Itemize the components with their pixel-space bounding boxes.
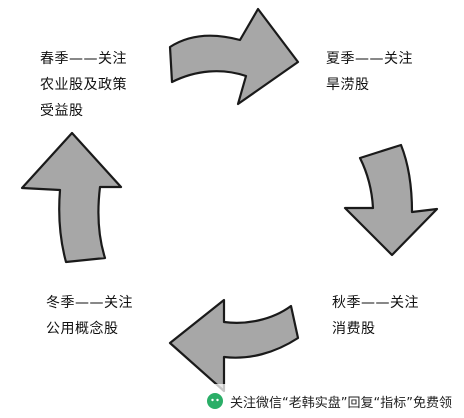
label-winter: 冬季——关注 公用概念股 [46,290,133,342]
label-autumn: 秋季——关注 消费股 [332,290,419,342]
arrow-autumn-to-winter [168,298,300,393]
label-autumn-line1: 秋季——关注 [332,295,419,311]
label-spring: 春季——关注 农业股及政策 受益股 [40,46,127,124]
label-spring-line1: 春季——关注 [40,51,127,67]
watermark-bar: 关注微信“老韩实盘”回复“指标”免费领 [0,384,464,418]
label-winter-line2: 公用概念股 [46,321,119,337]
arrow-spring-to-summer [168,7,300,106]
label-winter-line1: 冬季——关注 [46,295,133,311]
watermark: 关注微信“老韩实盘”回复“指标”免费领 [206,392,452,411]
label-summer-line2: 旱涝股 [326,77,370,93]
wechat-icon [207,393,224,409]
watermark-text: 关注微信“老韩实盘”回复“指标”免费领 [230,395,452,411]
label-spring-line3: 受益股 [40,103,84,119]
label-autumn-line2: 消费股 [332,321,376,337]
label-summer-line1: 夏季——关注 [326,51,413,67]
label-summer: 夏季——关注 旱涝股 [326,46,413,98]
arrow-summer-to-autumn [343,143,439,257]
label-spring-line2: 农业股及政策 [40,77,127,93]
arrow-winter-to-spring [20,131,123,264]
